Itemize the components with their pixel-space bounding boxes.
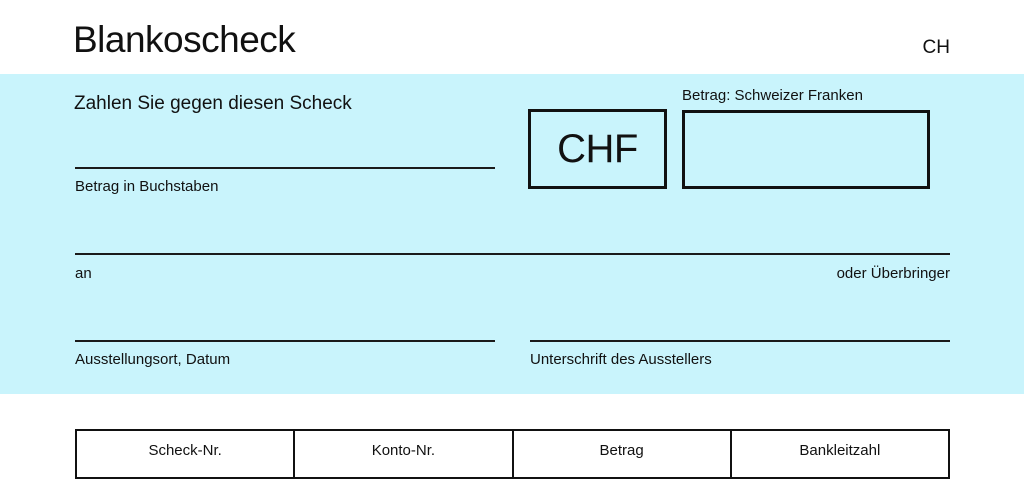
signature-label: Unterschrift des Ausstellers <box>530 351 712 368</box>
payee-suffix: oder Überbringer <box>836 265 950 282</box>
first-signature-line <box>75 167 495 169</box>
currency-code: CHF <box>557 126 638 171</box>
table-header-cell: Betrag <box>511 431 730 477</box>
table-header-cell: Bankleitzahl <box>729 431 948 477</box>
payee-prefix: an <box>75 265 92 282</box>
check-title: Blankoscheck <box>73 19 296 60</box>
country-code: CH <box>922 37 950 58</box>
table-header-cell: Konto-Nr. <box>293 431 511 477</box>
check-page: { "header": { "title": "Blankoscheck", "… <box>0 19 1024 479</box>
amount-field[interactable] <box>682 110 930 189</box>
table-header-cell: Scheck-Nr. <box>148 442 222 459</box>
pay-instruction: Zahlen Sie gegen diesen Scheck <box>74 93 352 114</box>
signature-line[interactable] <box>530 340 950 342</box>
place-date-label: Ausstellungsort, Datum <box>75 351 231 368</box>
place-date-line[interactable] <box>75 340 495 342</box>
currency-box: CHF <box>528 109 667 189</box>
check-code-table: Scheck-Nr. Konto-Nr. Betrag Bankleitzahl <box>75 429 950 479</box>
amount-in-words-label: Betrag in Buchstaben <box>75 178 219 195</box>
amount-label: Betrag: Schweizer Franken <box>682 87 863 104</box>
payee-line[interactable] <box>75 253 950 255</box>
